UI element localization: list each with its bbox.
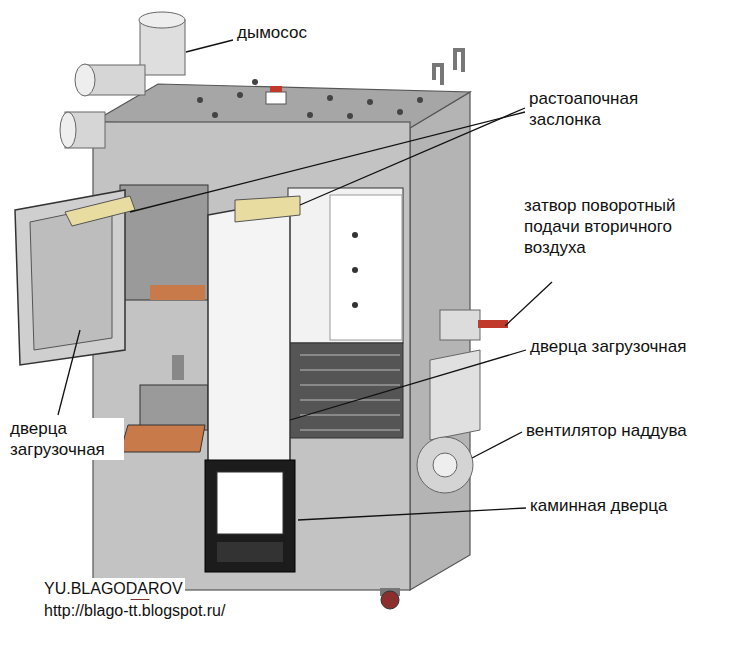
author-mark: YU.BLAGODAROV [42, 578, 185, 599]
hole [352, 267, 358, 273]
side-face [410, 92, 470, 590]
bar [300, 414, 400, 416]
hole [397, 109, 403, 115]
door-vent [217, 542, 283, 562]
front-face [93, 122, 410, 590]
firebox-opening [120, 185, 208, 300]
ash-opening [140, 385, 208, 430]
air-duct [430, 350, 480, 440]
bar [300, 399, 400, 401]
hole [212, 112, 218, 118]
hole [352, 232, 358, 238]
callout-label: растоапочная заслонка [527, 88, 681, 130]
leader-line [505, 282, 552, 326]
top-holes [197, 79, 423, 119]
fan-inlet [433, 453, 457, 477]
door-glass [217, 472, 283, 534]
exhauster-outlet [139, 12, 185, 28]
hole [327, 95, 333, 101]
brick [150, 285, 205, 300]
lifting-eye [455, 50, 463, 72]
hole [237, 92, 243, 98]
hole [352, 302, 358, 308]
rotary-shutter-handle [478, 320, 508, 328]
air-pipe [440, 310, 480, 340]
latch [172, 355, 184, 380]
pipe-end [60, 112, 76, 148]
fireplace-door [205, 460, 295, 572]
bar [300, 354, 400, 356]
callout-label: дверца загрузочная [528, 336, 688, 357]
callout-label: дверца загрузочная [8, 418, 124, 460]
callout-label: вентилятор наддува [524, 420, 689, 441]
hole [417, 97, 423, 103]
hole [252, 79, 258, 85]
valve-red [270, 86, 282, 92]
grate [288, 343, 403, 438]
leader-line [290, 350, 526, 420]
leader-lines [58, 40, 552, 520]
wheel [381, 591, 399, 609]
callout-label: дымосос [235, 22, 309, 43]
sight-tube [266, 92, 286, 104]
hole [307, 112, 313, 118]
hole [347, 113, 353, 119]
door-panel [30, 205, 112, 350]
bar [300, 429, 400, 431]
blower-fan [417, 437, 473, 493]
air-holes [352, 232, 358, 308]
leader-line [130, 112, 525, 212]
pipe-end [75, 64, 95, 96]
bar [300, 384, 400, 386]
leader-line [472, 432, 522, 458]
lifting-eye [434, 65, 442, 85]
loading-door-middle [208, 200, 290, 480]
leader-line [58, 330, 80, 415]
firebox-wall [330, 195, 402, 340]
firebox-opening [288, 188, 403, 343]
hole [197, 97, 203, 103]
smoke-exhauster [60, 12, 185, 148]
hole [367, 99, 373, 105]
url-watermark: http://blago-tt.blogspot.ru/ [42, 600, 227, 621]
kindling-damper [235, 196, 300, 222]
bar [300, 369, 400, 371]
callout-label: затвор поворотный подачи вторичного возд… [522, 195, 704, 258]
leader-line [186, 40, 233, 52]
leader-line [298, 508, 526, 520]
bricks [120, 425, 205, 452]
leader-line [300, 108, 525, 205]
kindling-damper [65, 196, 135, 226]
callout-label: каминная дверца [528, 495, 669, 516]
